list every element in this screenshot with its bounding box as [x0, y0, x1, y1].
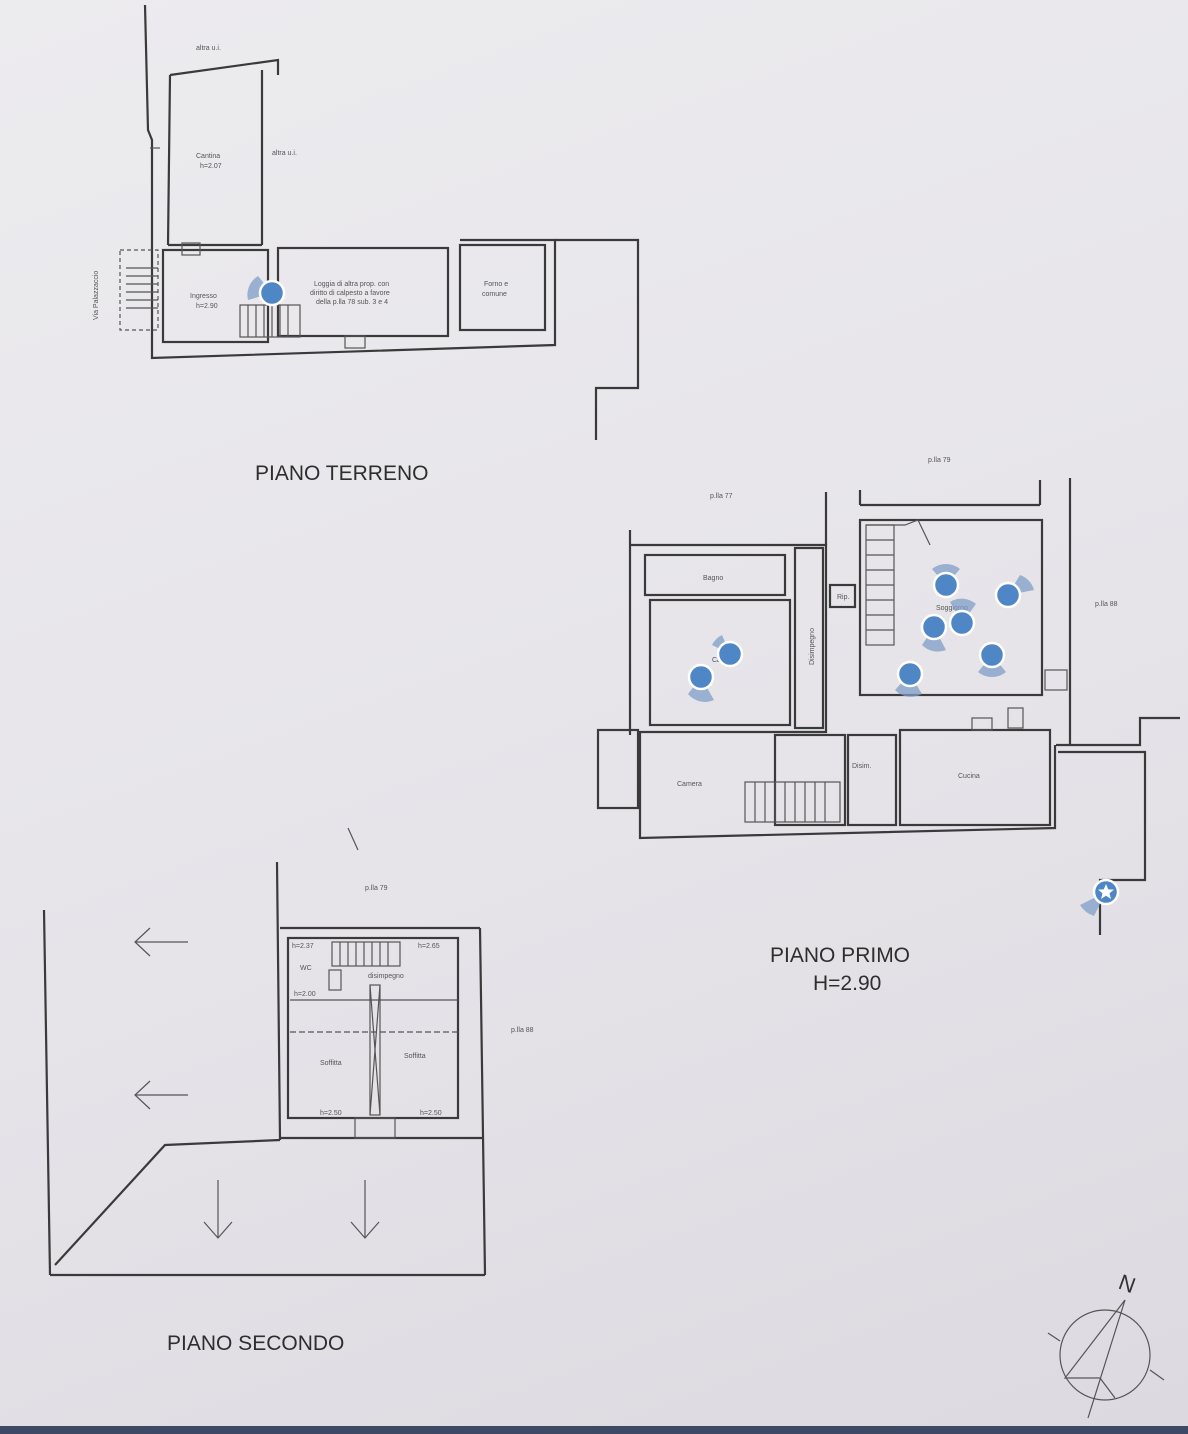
photo-marker[interactable] [716, 640, 744, 668]
compass-north-label: N [1115, 1269, 1138, 1298]
ground-floor-plan: altra u.i. altra u.i. Cantina h=2.07 Ing… [93, 4, 640, 485]
label-wc: WC [300, 965, 312, 972]
label-ripostiglio: Rip. [837, 594, 850, 601]
label-loggia-1: Loggia di altra prop. con [314, 281, 389, 288]
photo-marker[interactable] [932, 571, 960, 599]
label-ingresso-height: h=2.90 [196, 303, 218, 310]
label-ingresso: Ingresso [190, 293, 217, 300]
second-floor-title: PIANO SECONDO [167, 1332, 344, 1355]
ground-floor-title: PIANO TERRENO [255, 462, 428, 485]
photo-marker[interactable] [920, 613, 948, 641]
photo-marker-list [258, 279, 1022, 691]
label-altra-ui-top: altra u.i. [196, 45, 221, 52]
photo-marker[interactable] [258, 279, 286, 307]
first-floor-height: H=2.90 [813, 972, 881, 995]
label-forno-comune: comune [482, 291, 507, 298]
label-disimpegno: Disimpegno [809, 628, 816, 665]
label-height-4: h=2.50 [320, 1110, 342, 1117]
label-disimpegno-short: Disim. [852, 763, 871, 770]
photo-marker[interactable] [948, 609, 976, 637]
label-plla-77: p.lla 77 [710, 493, 733, 500]
start-photo-marker[interactable] [1092, 878, 1120, 906]
photo-marker[interactable] [994, 581, 1022, 609]
photo-marker[interactable] [896, 660, 924, 688]
label-bagno: Bagno [703, 575, 723, 582]
label-height-5: h=2.50 [420, 1110, 442, 1117]
label-loggia-2: diritto di calpesto a favore [310, 290, 390, 297]
label-forno: Forno e [484, 281, 508, 288]
label-camera-2: Camera [677, 781, 702, 788]
label-height-3: h=2.00 [294, 991, 316, 998]
second-floor-plan: p.lla 79 p.lla 88 WC disimpegno Soffitta… [42, 827, 534, 1355]
label-cantina: Cantina [196, 153, 220, 160]
label-loggia-3: della p.lla 78 sub. 3 e 4 [316, 299, 388, 306]
first-floor-plan: p.lla 77 p.lla 79 p.lla 88 Bagno Camera … [596, 457, 1180, 995]
label-via: Via Palazzaccio [93, 271, 100, 320]
label-soffitta-1: Soffitta [320, 1060, 342, 1067]
photo-marker[interactable] [687, 663, 715, 691]
label-plla-79-second: p.lla 79 [365, 885, 388, 892]
viewer-bottom-bar [0, 1426, 1188, 1434]
label-altra-ui-side: altra u.i. [272, 150, 297, 157]
label-disimpegno-second: disimpegno [368, 973, 404, 980]
compass-rose: N [1047, 1269, 1165, 1419]
label-soffitta-2: Soffitta [404, 1053, 426, 1060]
label-plla-79: p.lla 79 [928, 457, 951, 464]
first-floor-title: PIANO PRIMO [770, 944, 910, 967]
label-height-1: h=2.37 [292, 943, 314, 950]
label-cucina: Cucina [958, 773, 980, 780]
label-height-2: h=2.65 [418, 943, 440, 950]
label-plla-88: p.lla 88 [1095, 601, 1118, 608]
star-icon [1098, 884, 1114, 899]
label-soggiorno: Soggiorno [936, 605, 968, 612]
label-plla-88-second: p.lla 88 [511, 1027, 534, 1034]
photo-marker[interactable] [978, 641, 1006, 669]
label-cantina-height: h=2.07 [200, 163, 222, 170]
